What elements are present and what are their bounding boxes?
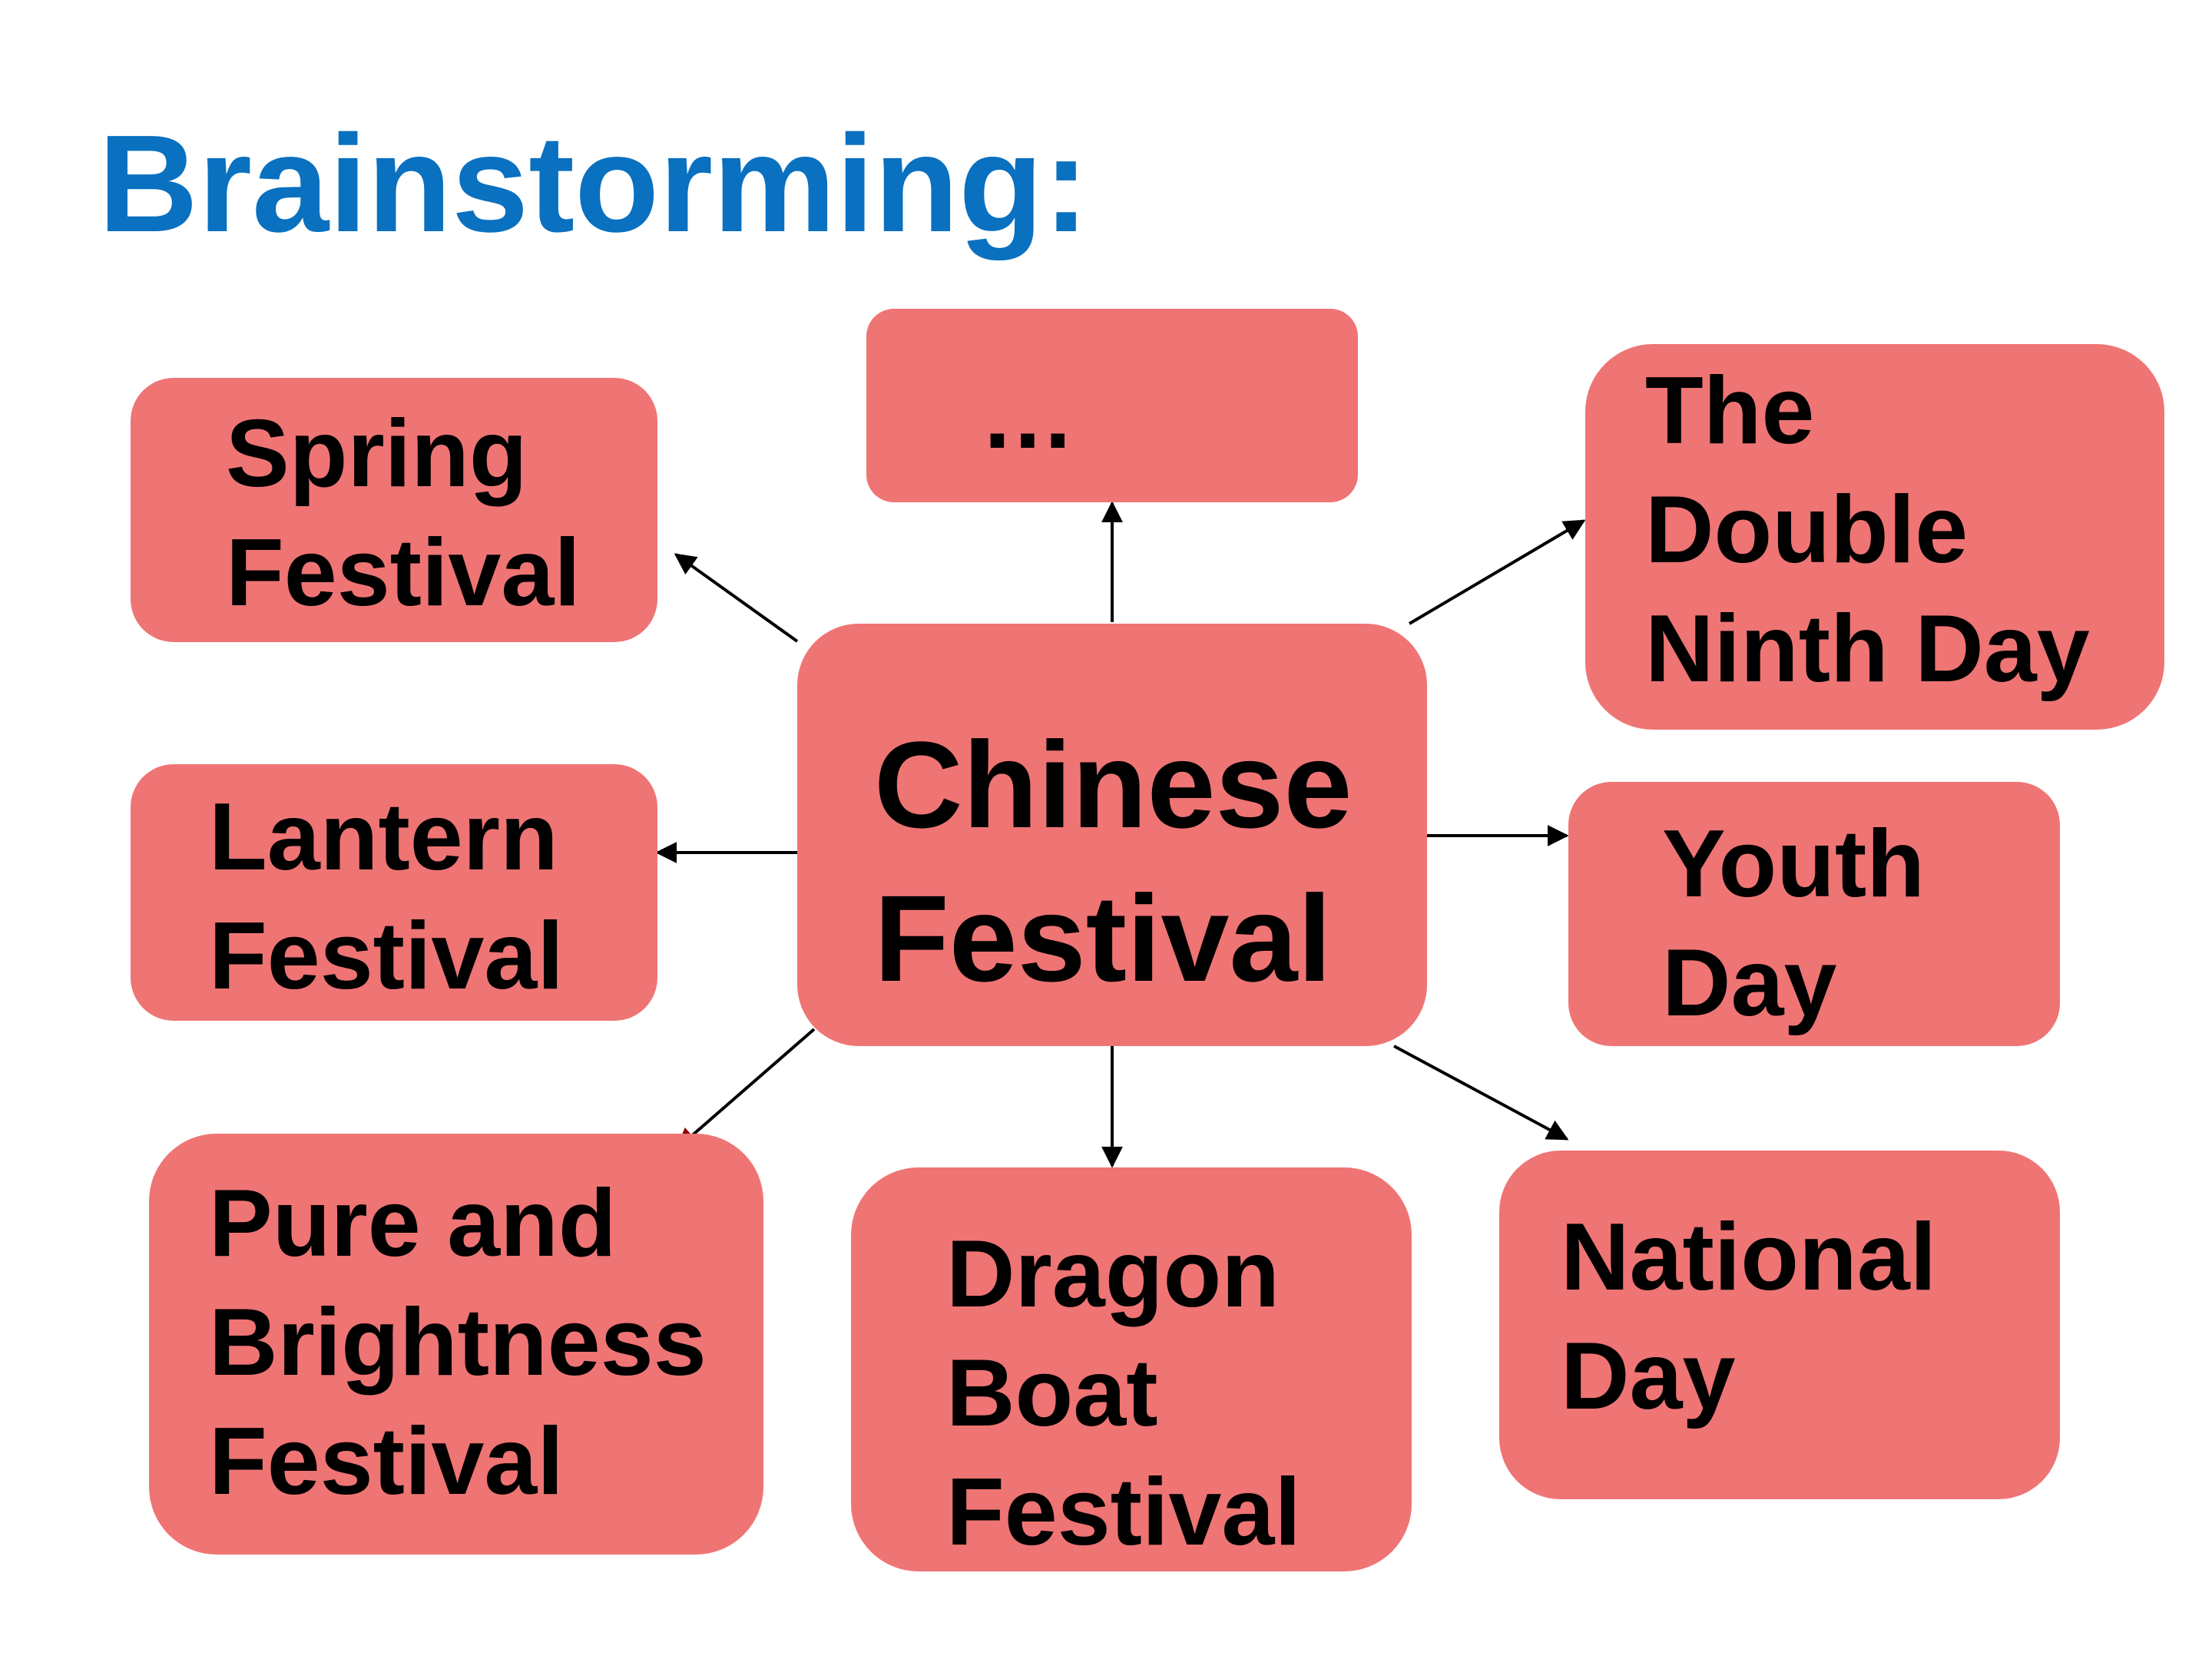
node-youth-day: Youth Day <box>1568 782 2060 1046</box>
node-double-ninth-day-line-2: Double <box>1645 477 1969 583</box>
arrow-to-double-ninth-day <box>1408 519 1586 625</box>
node-dragon-boat-line-3: Festival <box>946 1459 1301 1565</box>
node-lantern-festival: Lantern Festival <box>131 764 657 1021</box>
arrow-to-pure-brightness-festival <box>675 1028 816 1150</box>
node-national-day-line-2: Day <box>1561 1323 1736 1429</box>
node-spring-festival-line-1: Spring <box>226 401 528 507</box>
node-lantern-festival-line-1: Lantern <box>209 784 558 890</box>
node-pure-brightness-festival: Pure and Brightness Festival <box>149 1134 763 1555</box>
node-lantern-festival-line-2: Festival <box>209 903 564 1009</box>
center-label-line-1: Chinese <box>874 716 1353 853</box>
center-label-line-2: Festival <box>874 869 1332 1007</box>
node-double-ninth-day-line-3: Ninth Day <box>1645 596 2090 702</box>
node-ellipsis-line-1: … <box>980 363 1075 469</box>
page-title: Brainstorming: <box>98 107 1090 261</box>
node-spring-festival: Spring Festival <box>131 378 657 642</box>
center-node-chinese-festival: Chinese Festival <box>797 624 1427 1046</box>
node-double-ninth-day: The Double Ninth Day <box>1585 344 2164 730</box>
node-dragon-boat-line-2: Boat <box>946 1340 1158 1446</box>
node-pure-brightness-line-1: Pure and <box>209 1171 617 1277</box>
node-ellipsis: … <box>866 309 1358 502</box>
arrow-to-spring-festival <box>674 553 799 643</box>
node-double-ninth-day-line-1: The <box>1645 358 1815 464</box>
node-dragon-boat-festival: Dragon Boat Festival <box>851 1167 1412 1571</box>
node-youth-day-line-1: Youth <box>1662 811 1926 917</box>
node-pure-brightness-line-2: Brightness <box>209 1290 707 1396</box>
node-dragon-boat-line-1: Dragon <box>946 1221 1280 1327</box>
node-pure-brightness-line-3: Festival <box>209 1409 564 1515</box>
node-spring-festival-line-2: Festival <box>226 520 581 626</box>
node-youth-day-line-2: Day <box>1662 930 1837 1036</box>
node-national-day: National Day <box>1499 1151 2060 1499</box>
arrow-to-national-day <box>1393 1045 1569 1141</box>
node-national-day-line-1: National <box>1561 1204 1937 1310</box>
